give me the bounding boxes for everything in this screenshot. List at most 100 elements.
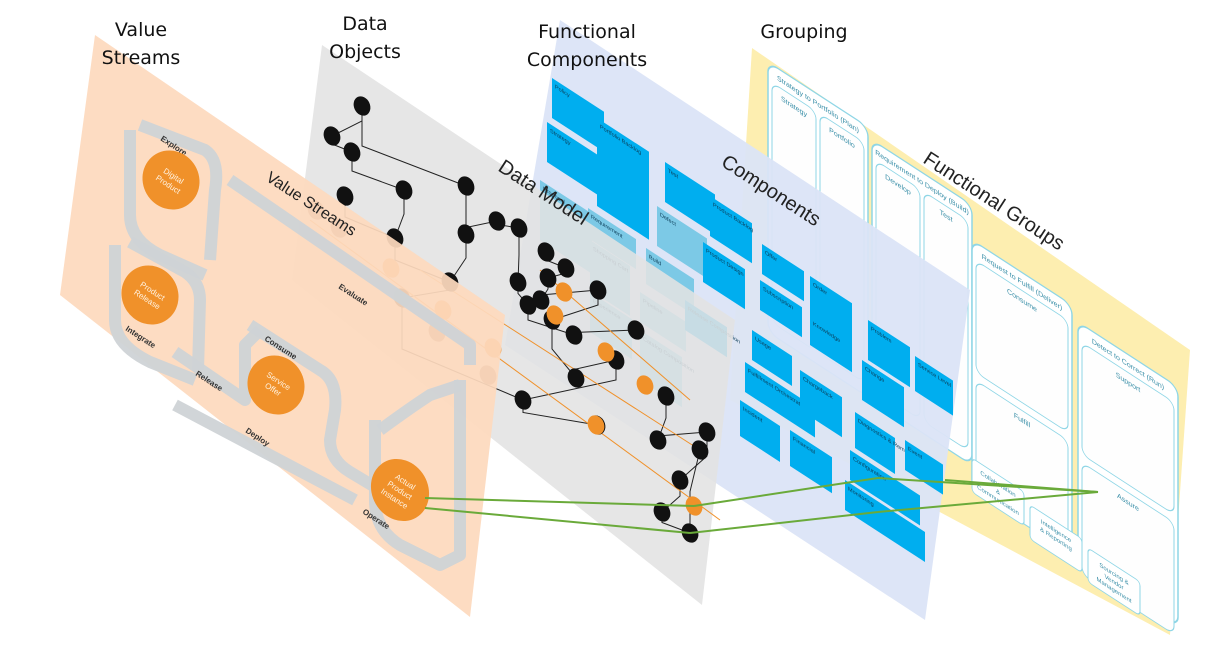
component-box: [810, 276, 852, 344]
component-box: [862, 360, 904, 428]
data-object-node-key: [555, 282, 573, 302]
data-object-node: [395, 180, 413, 200]
traceability-link: [689, 511, 879, 534]
data-object-node: [532, 290, 550, 310]
component-label: Test: [668, 168, 678, 180]
component-box: [915, 356, 953, 416]
data-object-node: [691, 440, 709, 460]
data-object-node-key: [587, 415, 605, 435]
value-stream-flow-arrow: [109, 245, 198, 386]
data-object-node: [343, 142, 361, 162]
data-object-node: [457, 176, 475, 196]
value-stream-stage-circle: [370, 458, 430, 522]
component-test: Test: [665, 162, 715, 235]
value-stream-stage-circle: [121, 265, 179, 325]
component-defect: Defect: [657, 206, 707, 279]
component-box: [762, 244, 804, 302]
data-object-node: [698, 422, 716, 442]
layer-title-line: Functional: [538, 21, 636, 43]
data-object-node: [567, 368, 585, 388]
data-object-node-key: [546, 305, 564, 325]
component-box: [752, 330, 792, 386]
component-box: [760, 280, 802, 338]
data-object-node: [627, 320, 645, 340]
layer-title-line: Components: [526, 49, 648, 71]
component-offer: Offer: [762, 244, 804, 302]
data-object-node: [323, 126, 341, 146]
traceability-link: [424, 497, 695, 507]
data-object-node: [514, 390, 532, 410]
crosscutting-group-frame: [971, 459, 1025, 525]
component-box: [745, 362, 815, 438]
layer-title-value-streams: Value Streams: [86, 16, 196, 72]
value-stream-stages: DigitalProductProductReleaseServiceOffer…: [121, 150, 430, 522]
data-object-node: [539, 268, 557, 288]
layer-title-line: Objects: [329, 41, 401, 63]
data-object-node: [510, 218, 528, 238]
layer-title-line: Streams: [101, 47, 181, 69]
component-box: [703, 242, 745, 310]
component-order: Order: [810, 276, 852, 344]
value-stream-flow-arrow: [171, 325, 265, 406]
value-stream-plane: ExploreEvaluateIntegrateReleaseConsumeDe…: [60, 35, 505, 617]
crosscutting-group-frame: [1087, 549, 1141, 615]
data-relation-line: [689, 449, 701, 533]
component-box: [552, 78, 604, 152]
component-policy: Policy: [552, 78, 604, 152]
component-box: [790, 430, 832, 494]
component-box: [710, 196, 752, 264]
functional-subgroup-frame: [975, 263, 1069, 430]
traceability-link: [877, 491, 1099, 513]
component-box: [845, 480, 925, 562]
value-stream-flow-arrow: [137, 119, 223, 261]
value-stream-flow-arrows: [109, 119, 476, 571]
layer-title-grouping: Grouping: [740, 18, 868, 46]
layer-title-line: Grouping: [760, 21, 848, 43]
value-stream-flow-arrow: [376, 379, 462, 435]
data-object-node: [537, 242, 555, 262]
traceability-link: [693, 477, 879, 507]
component-box: [868, 320, 910, 388]
crosscutting-group-intelligence-reporting: Intelligence& Reporting: [1029, 506, 1083, 572]
data-object-node: [509, 272, 527, 292]
component-box: [547, 122, 599, 196]
component-box: [657, 206, 707, 279]
component-box: [740, 400, 780, 462]
crosscutting-group-label: &: [996, 488, 1001, 497]
component-box: [855, 412, 895, 474]
value-stream-stage-circle: [142, 150, 200, 210]
layer-title-line: Value: [114, 19, 168, 41]
traceability-link: [944, 479, 1099, 493]
data-relation-line: [551, 320, 577, 379]
component-box: [850, 450, 920, 526]
data-object-node: [649, 430, 667, 450]
data-object-node: [565, 325, 583, 345]
data-object-node: [519, 295, 537, 315]
component-box: [665, 162, 715, 235]
functional-subgroup-frame: [1081, 345, 1175, 512]
crosscutting-group-frame: [1029, 506, 1083, 572]
component-box: [800, 370, 842, 438]
data-object-node-key: [636, 375, 654, 395]
value-stream-flow-arrow: [127, 236, 206, 371]
data-object-node-key: [597, 342, 615, 362]
data-object-node: [457, 224, 475, 244]
data-relation-line: [361, 106, 467, 187]
value-stream-flow-arrow: [226, 175, 476, 365]
component-box: [597, 118, 649, 240]
data-object-node: [671, 470, 689, 490]
value-stream-flow-arrow: [246, 319, 384, 496]
data-object-node: [557, 258, 575, 278]
layer-title-data-objects: Data Objects: [310, 10, 420, 66]
data-object-node: [488, 211, 506, 231]
layer-title-line: Data: [342, 13, 388, 35]
data-object-node: [657, 386, 675, 406]
component-box: [810, 315, 852, 373]
